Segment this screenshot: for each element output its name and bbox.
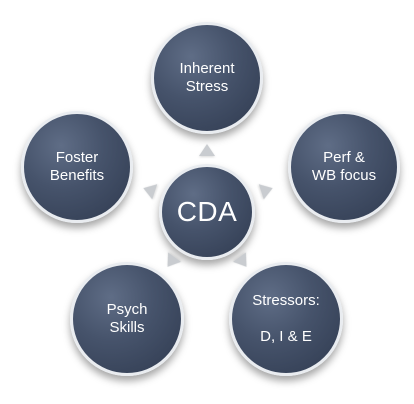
arrow-to-left-node	[140, 180, 158, 200]
node-stressors: Stressors: D, I & E	[229, 262, 343, 376]
node-foster-benefits: Foster Benefits	[21, 111, 133, 223]
node-psych-skills: Psych Skills	[70, 262, 184, 376]
arrow-to-bottom-left-node	[161, 252, 181, 272]
node-center-cda: CDA	[159, 164, 255, 260]
node-foster-benefits-label: Foster Benefits	[49, 149, 105, 184]
arrow-to-bottom-right-node	[233, 252, 253, 272]
node-stressors-label: Stressors: D, I & E	[252, 292, 320, 345]
node-perf-wb-focus: Perf & WB focus	[288, 111, 400, 223]
center-label: CDA	[176, 196, 238, 227]
node-psych-skills-label: Psych Skills	[106, 301, 148, 336]
arrow-to-top-node	[199, 144, 215, 156]
node-inherent-stress-label: Inherent Stress	[179, 60, 235, 95]
node-perf-wb-focus-label: Perf & WB focus	[311, 149, 377, 184]
node-inherent-stress: Inherent Stress	[151, 22, 263, 134]
arrow-to-right-node	[258, 180, 276, 200]
